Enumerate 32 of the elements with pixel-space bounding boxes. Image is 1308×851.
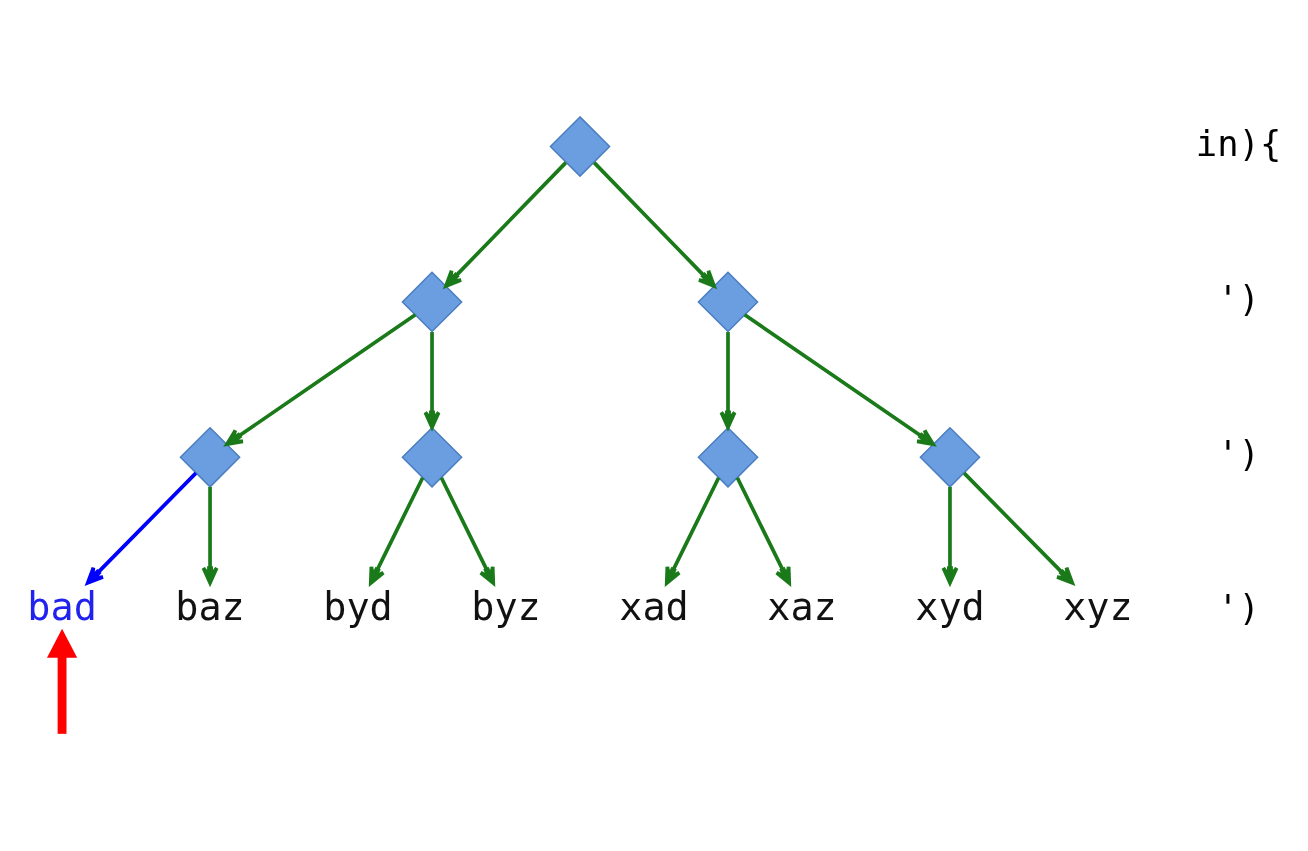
node-diamond bbox=[919, 426, 981, 488]
label: ') bbox=[1217, 586, 1260, 628]
arrow bbox=[225, 312, 417, 446]
label: in){ bbox=[1195, 122, 1282, 164]
node-text: xyz bbox=[1063, 583, 1133, 629]
arrow bbox=[941, 486, 959, 585]
arrow bbox=[368, 476, 425, 585]
node-text: xyd bbox=[915, 583, 985, 629]
arrow bbox=[46, 628, 78, 734]
arrow bbox=[664, 476, 721, 585]
arrow bbox=[735, 476, 792, 585]
node-diamond bbox=[401, 426, 463, 488]
node-text: xaz bbox=[767, 583, 837, 629]
arrow bbox=[423, 331, 441, 429]
arrow bbox=[719, 331, 737, 429]
node-diamond bbox=[179, 426, 241, 488]
node-text: bad bbox=[27, 583, 97, 629]
node-diamond bbox=[697, 426, 759, 488]
arrow bbox=[439, 476, 496, 585]
arrow bbox=[85, 471, 198, 585]
arrow bbox=[444, 160, 568, 288]
node-text: byz bbox=[471, 583, 541, 629]
label: ') bbox=[1217, 277, 1260, 319]
arrow bbox=[592, 160, 716, 288]
arrow bbox=[962, 471, 1075, 585]
node-text: baz bbox=[175, 583, 245, 629]
node-text: byd bbox=[323, 583, 393, 629]
arrow bbox=[743, 312, 935, 446]
node-diamond bbox=[549, 115, 611, 177]
label: ') bbox=[1217, 432, 1260, 474]
arrow bbox=[201, 486, 219, 585]
node-text: xad bbox=[619, 583, 689, 629]
